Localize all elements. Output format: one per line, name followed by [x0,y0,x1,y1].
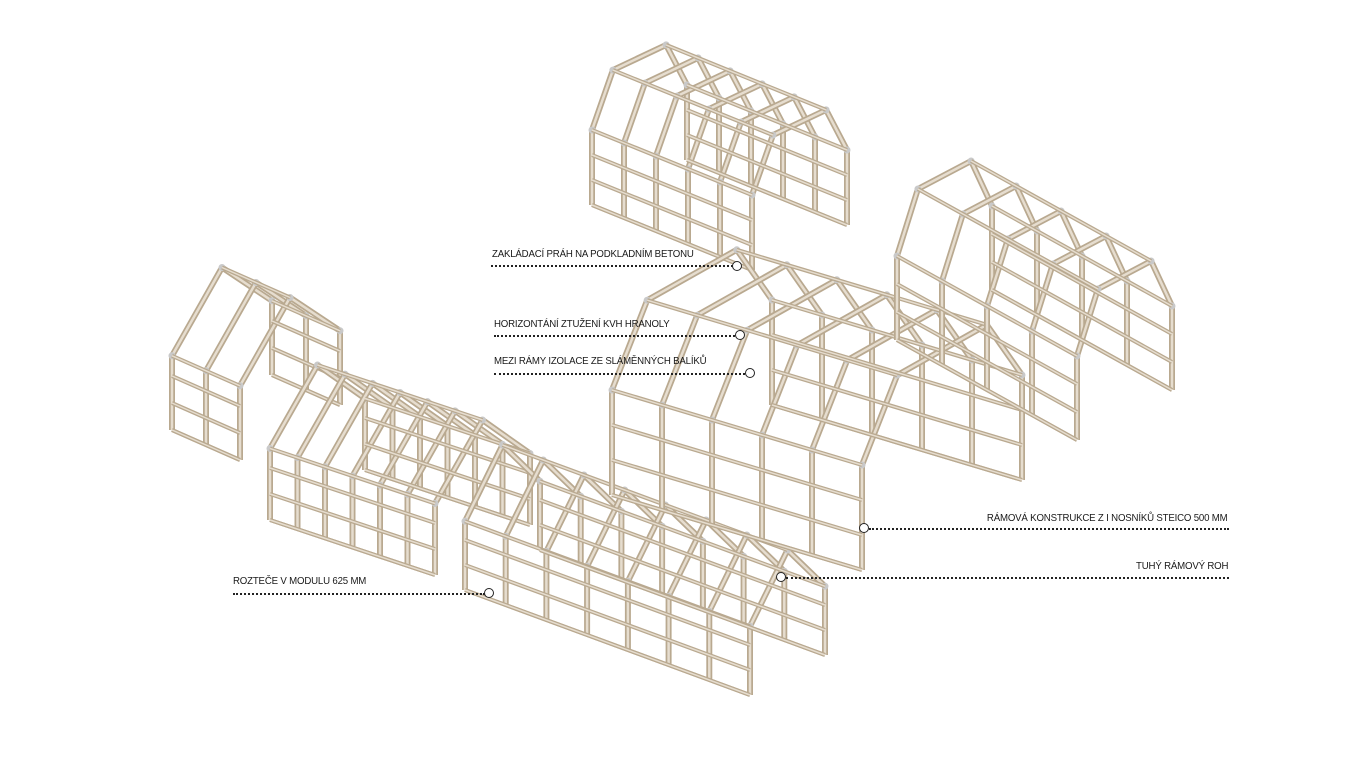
purlin [269,467,436,524]
purlin [539,524,826,631]
leader-endpoint [859,523,869,533]
leader-endpoint [776,572,786,582]
purlin [771,369,1023,446]
leader-line [869,528,1229,530]
foundation-sill [686,159,848,226]
foundation-sill [771,404,1023,481]
foundation-sill [591,204,753,271]
timber-frame [1075,259,1174,440]
purlin [271,320,341,352]
timber-frame [985,209,1084,390]
leader-endpoint [745,368,755,378]
purlin [896,255,1078,357]
label-module-spacing: ROZTEČE V MODULU 625 MM [233,575,367,587]
purlin [171,375,241,407]
timber-frame [238,296,342,460]
purlin [896,311,1078,413]
purlin [896,283,1078,385]
purlin [686,84,848,151]
timber-frame [895,159,994,340]
timber-frame [590,43,689,205]
purlin [686,109,848,176]
purlin [171,402,241,434]
timber-frame [718,95,817,257]
purlin [364,443,531,500]
leader-line [494,373,745,375]
purlin [611,459,863,536]
label-rigid-corner: TUHÝ RÁMOVÝ ROH [1135,560,1228,572]
label-foundation-sill: ZAKLÁDACÍ PRÁH NA PODKLADNÍM BETONU [492,248,694,260]
purlin [771,334,1023,411]
purlin [221,266,291,299]
purlin [591,129,753,196]
purlin [171,355,241,387]
foundation-sill [464,589,751,696]
foundation-sill [991,289,1173,391]
timber-frame [622,56,721,218]
foundation-sill [364,469,531,526]
leader-endpoint [732,261,742,271]
purlin [317,364,483,421]
purlin [591,179,753,246]
purlin [271,300,341,332]
purlin [464,564,751,671]
foundation-sill [171,429,241,461]
foundation-sill [896,339,1078,441]
timber-frame [654,69,753,231]
leader-line [494,335,735,337]
purlin [646,299,898,376]
foundation-sill [269,519,436,576]
purlin [991,261,1173,363]
foundation-sill [539,549,826,656]
leader-line [786,577,1229,579]
purlin [464,539,751,646]
purlin [611,389,863,466]
purlin [991,205,1173,307]
purlin [539,480,826,588]
timber-frame [1030,234,1129,415]
purlin [364,417,531,474]
timber-frame [204,281,308,445]
leader-endpoint [484,588,494,598]
purlin [591,154,753,221]
timber-frame [940,184,1039,365]
label-frame-construction: RÁMOVÁ KONSTRUKCE Z I NOSNÍKŮ STEICO 500… [987,512,1228,524]
leader-line [233,593,485,595]
purlin [970,160,1152,262]
timber-frame [686,82,785,244]
purlin [917,188,1099,290]
purlin [665,44,827,111]
purlin [269,447,436,505]
purlin [991,233,1173,335]
purlin [269,493,436,550]
leader-endpoint [735,330,745,340]
label-horizontal-bracing: HORIZONTÁNÍ ZTUŽENÍ KVH HRANOLY [494,318,670,330]
timber-frame [170,266,274,430]
foundation-sill [611,494,863,571]
purlin [686,134,848,201]
purlin [611,424,863,501]
purlin [539,499,826,606]
label-straw-insulation: MEZI RÁMY IZOLACE ZE SLÁMĚNNÝCH BALÍKŮ [494,355,707,367]
purlin [612,69,774,136]
timber-frame [750,108,849,270]
leader-line [491,265,733,267]
